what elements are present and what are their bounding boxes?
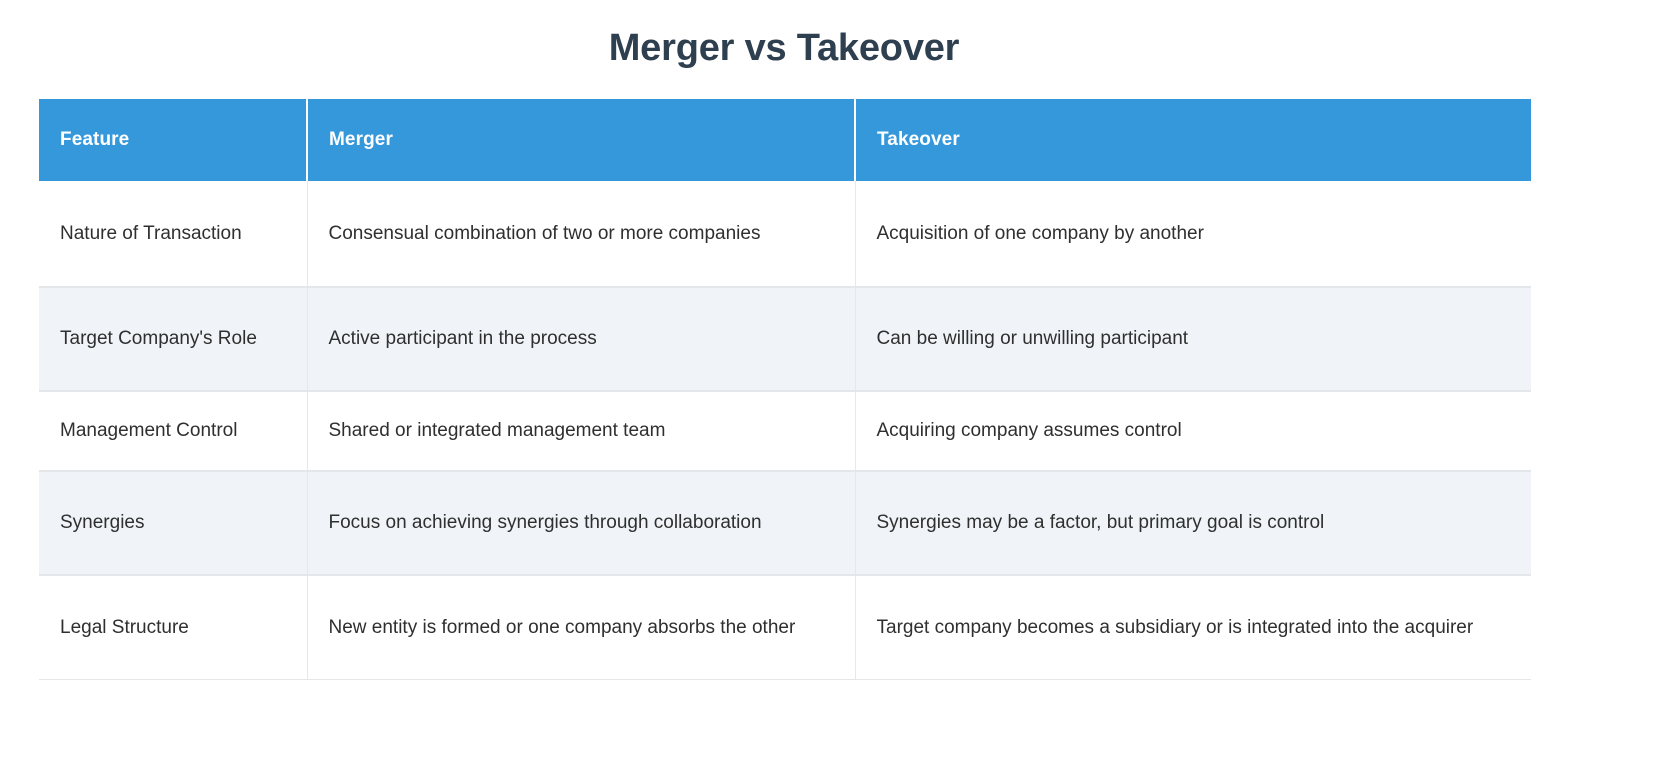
column-header-takeover[interactable]: Takeover [855,99,1531,181]
table-row: Nature of Transaction Consensual combina… [39,181,1531,288]
column-header-merger[interactable]: Merger [307,99,856,181]
table-row: Target Company's Role Active participant… [39,287,1531,392]
cell-takeover: Acquiring company assumes control [855,391,1531,472]
column-header-feature[interactable]: Feature [39,99,308,181]
comparison-table: Feature Merger Takeover Nature of Transa… [39,99,1531,680]
cell-merger: Focus on achieving synergies through col… [307,471,856,576]
cell-merger: Shared or integrated management team [307,391,856,472]
cell-merger: Active participant in the process [307,287,856,392]
table-header: Feature Merger Takeover [39,99,1531,181]
comparison-table-container: Feature Merger Takeover Nature of Transa… [39,99,1531,680]
cell-feature: Management Control [39,391,308,472]
cell-feature: Nature of Transaction [39,181,308,288]
page-title: Merger vs Takeover [608,27,960,69]
table-row: Synergies Focus on achieving synergies t… [39,471,1531,576]
cell-merger: Consensual combination of two or more co… [307,181,856,288]
cell-feature: Legal Structure [39,575,308,680]
cell-feature: Target Company's Role [39,287,308,392]
cell-takeover: Synergies may be a factor, but primary g… [855,471,1531,576]
cell-takeover: Acquisition of one company by another [855,181,1531,288]
cell-takeover: Can be willing or unwilling participant [855,287,1531,392]
cell-takeover: Target company becomes a subsidiary or i… [855,575,1531,680]
cell-merger: New entity is formed or one company abso… [307,575,856,680]
cell-feature: Synergies [39,471,308,576]
table-header-row: Feature Merger Takeover [39,99,1531,181]
table-row: Management Control Shared or integrated … [39,391,1531,472]
table-body: Nature of Transaction Consensual combina… [39,181,1531,680]
table-row: Legal Structure New entity is formed or … [39,575,1531,680]
